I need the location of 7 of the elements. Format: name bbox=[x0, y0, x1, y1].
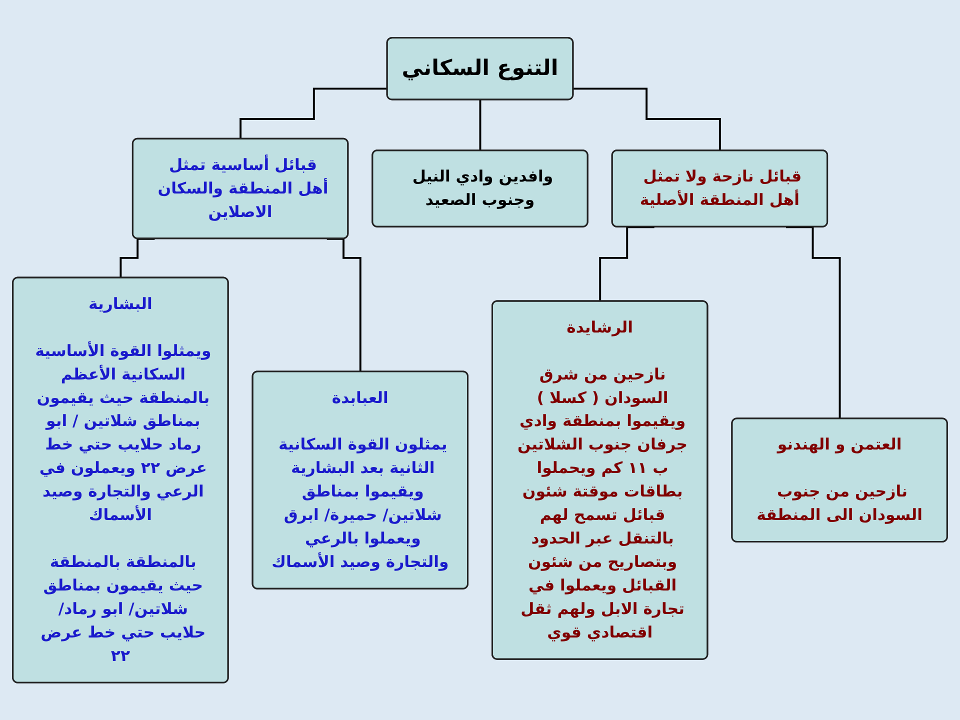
connector bbox=[240, 88, 388, 140]
connector bbox=[479, 98, 482, 152]
connector bbox=[120, 238, 155, 279]
connector bbox=[573, 88, 722, 152]
connector bbox=[786, 226, 841, 420]
connector bbox=[599, 226, 654, 302]
connector bbox=[326, 238, 362, 373]
